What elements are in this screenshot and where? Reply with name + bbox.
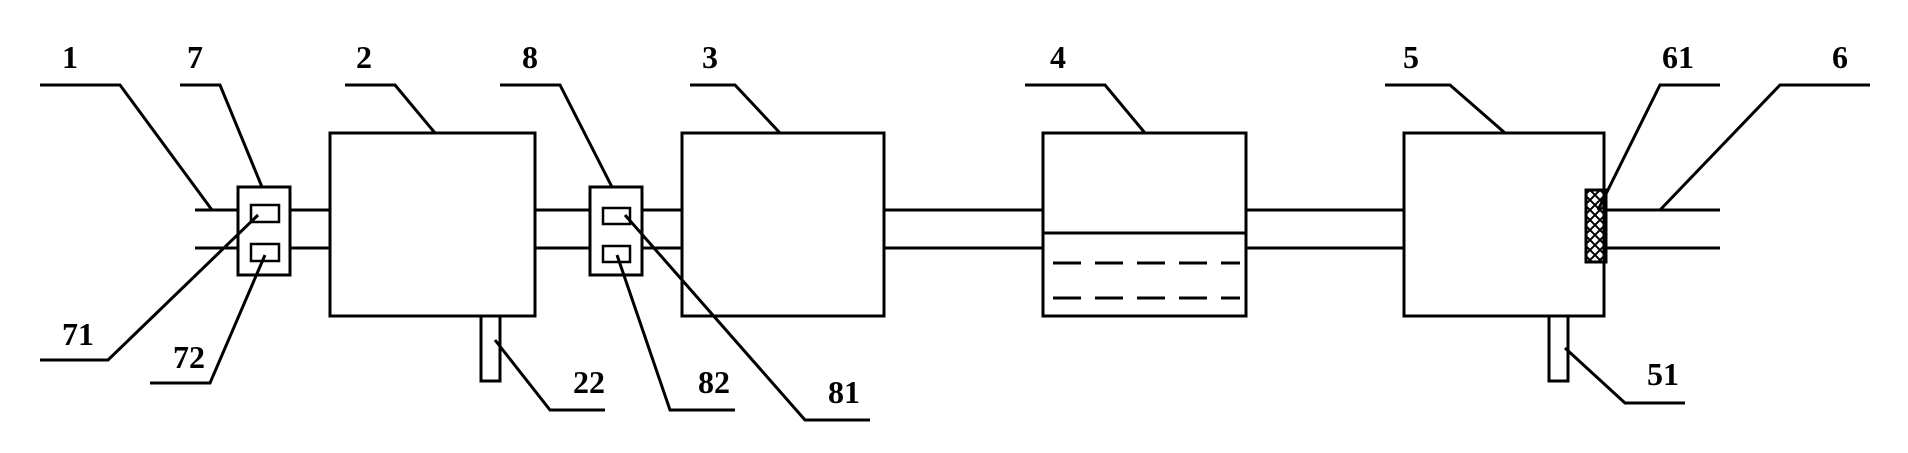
leader-7 [180,83,264,188]
label-22: 22 [573,364,605,400]
pipe-segment-inlet [195,208,238,250]
pipe-segment-7-to-2 [290,208,330,250]
leader-61 [1596,83,1720,211]
leader-22 [493,339,605,412]
drain-outlet-22 [479,314,502,383]
pipe-segment-8-to-3 [642,208,682,250]
filter-61 [1584,188,1608,264]
leader-51 [1563,346,1685,405]
label-81: 81 [828,374,860,410]
sensor-72 [249,242,281,263]
label-8: 8 [522,39,538,75]
leader-82 [615,254,735,412]
pipe-segment-4-to-5 [1246,208,1404,250]
label-71: 71 [62,316,94,352]
component-3-unit [680,131,886,318]
sensor-82 [601,244,632,264]
component-8-body [588,185,644,277]
label-7: 7 [187,39,203,75]
leader-71 [40,213,260,362]
label-6: 6 [1832,39,1848,75]
component-4-tank [1041,131,1248,318]
label-82: 82 [698,364,730,400]
leader-5 [1385,83,1506,135]
leader-6 [1658,83,1870,212]
pipe-segment-2-to-8 [535,208,590,250]
component-2-body [328,131,537,318]
component-7-sensor-housing [236,185,292,277]
pipe-segment-outlet [1604,208,1720,250]
component-8-sensor-housing [588,185,644,277]
label-51: 51 [1647,356,1679,392]
label-5: 5 [1403,39,1419,75]
label-4: 4 [1050,39,1066,75]
leader-lines [40,83,1870,422]
reference-labels: 1 7 2 8 3 4 5 61 6 71 72 22 82 81 51 [62,39,1848,410]
label-61: 61 [1662,39,1694,75]
pipe-segment-3-to-4 [884,208,1043,250]
label-1: 1 [62,39,78,75]
component-5-body [1402,131,1606,318]
label-3: 3 [702,39,718,75]
leader-72 [150,254,267,385]
sensor-81 [601,206,632,226]
component-2-unit [328,131,537,383]
leader-3 [690,83,782,135]
leader-1 [40,83,214,211]
label-2: 2 [356,39,372,75]
component-5-unit [1402,131,1608,383]
tank-4-body [1041,131,1248,318]
label-72: 72 [173,339,205,375]
drain-outlet-51 [1547,314,1570,383]
leader-8 [500,83,614,188]
leader-2 [345,83,437,134]
sensor-71 [249,203,281,224]
leader-81 [623,214,870,422]
leader-4 [1025,83,1147,134]
